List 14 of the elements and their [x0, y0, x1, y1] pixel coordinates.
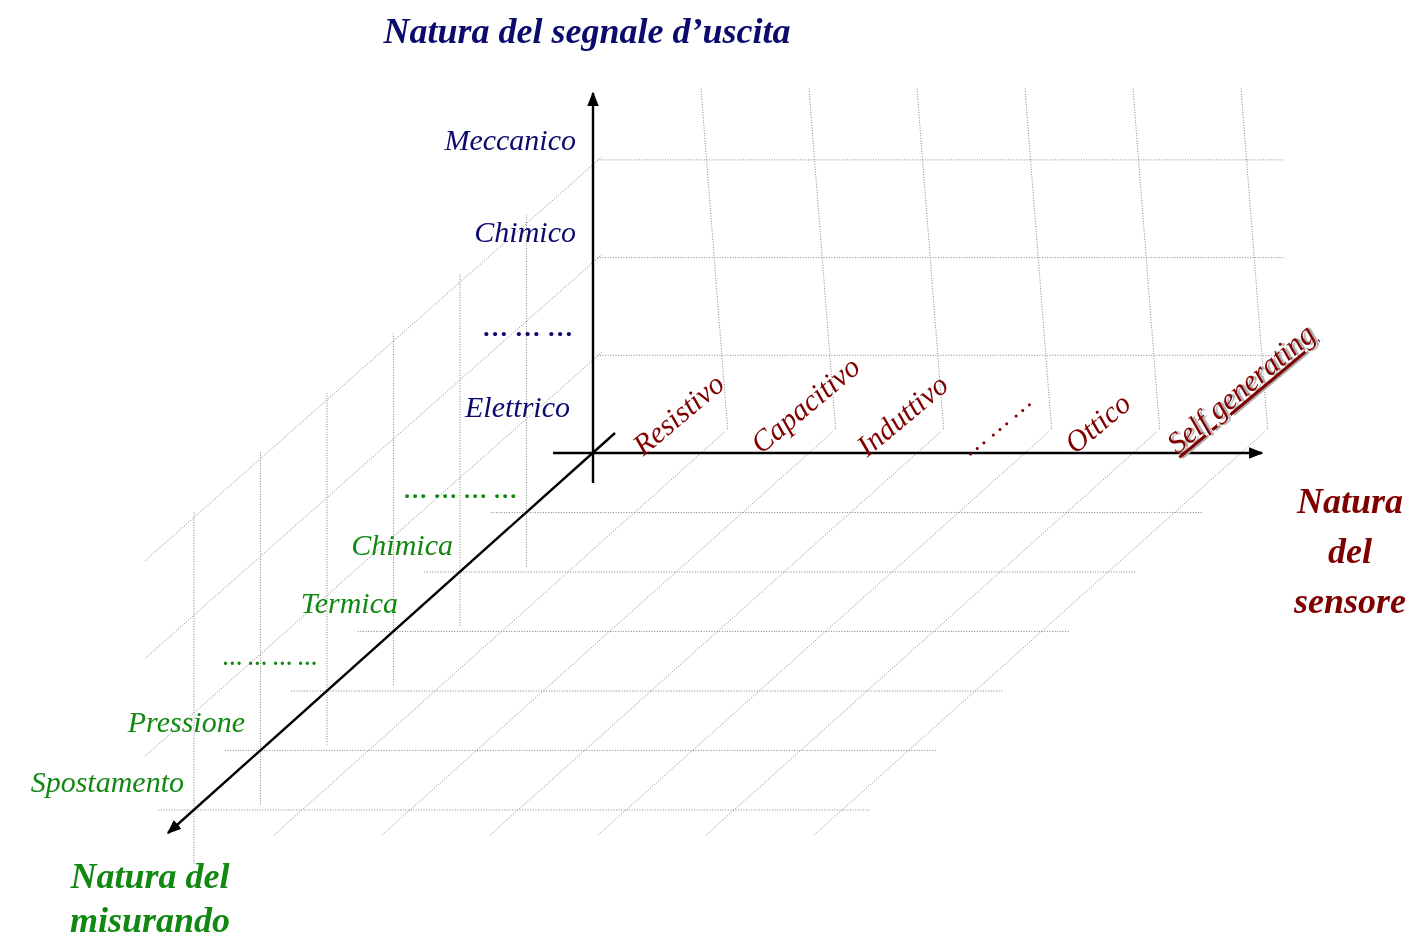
axis-category-label: Meccanico [443, 122, 576, 158]
axis-title: Natura del segnale d’uscita [382, 10, 792, 53]
axis-category-label: Termica [299, 585, 398, 621]
axis-category-label: Spostamento [29, 764, 184, 800]
axis-category-label: Elettrico [463, 389, 570, 425]
axis-title: Natura del misurando [68, 855, 232, 942]
axis-category-label: … … … [954, 386, 1038, 462]
axis-category-label: … … … [482, 312, 574, 344]
axis-category-label: … … … … [403, 475, 518, 505]
axis-category-label: Pressione [126, 704, 245, 740]
axis-category-label: … … … … [222, 646, 318, 670]
axis-category-label: Chimico [473, 214, 576, 250]
axis-category-label: Chimica [350, 527, 453, 563]
axis-title: Natura del sensore [1293, 480, 1407, 623]
